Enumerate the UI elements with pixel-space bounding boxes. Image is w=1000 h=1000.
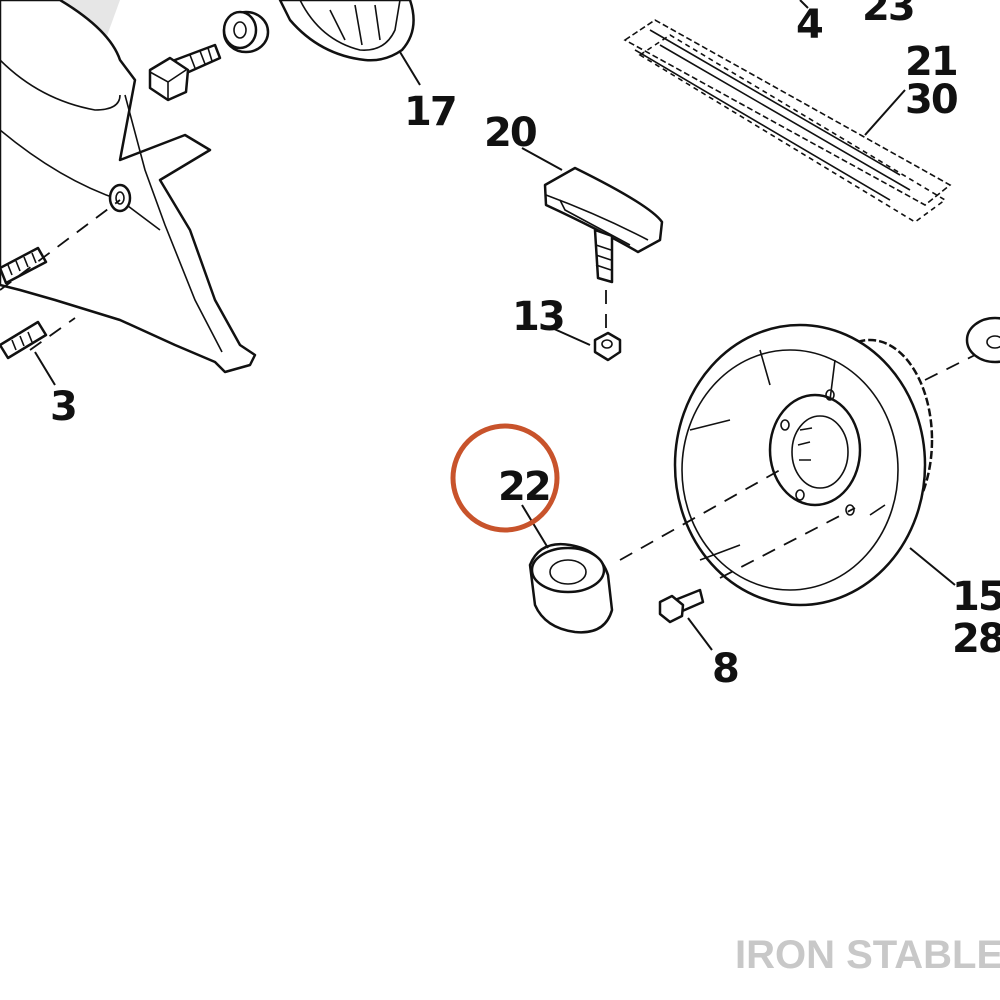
rear-sprocket-hub xyxy=(673,323,956,607)
spacer-ring xyxy=(521,504,614,634)
callout-17: 17 xyxy=(404,89,456,135)
hex-nut xyxy=(551,327,622,362)
watermark-text: IRON STABLE xyxy=(735,933,1000,977)
callout-8: 8 xyxy=(712,646,738,692)
callout-23: 23 xyxy=(862,0,914,30)
right-washer xyxy=(965,316,1000,364)
callout-28: 28 xyxy=(952,616,1000,662)
axis-bracket-washer xyxy=(0,199,121,291)
axis-sprocket-washer xyxy=(924,354,976,381)
drive-chain xyxy=(623,19,952,223)
callout-22: 22 xyxy=(498,464,550,510)
callout-4: 4 xyxy=(796,2,822,48)
callout-21: 21 xyxy=(905,39,957,85)
axis-bolt-hub xyxy=(719,507,856,579)
callout-13: 13 xyxy=(512,294,564,340)
idler-pulley xyxy=(278,0,421,86)
leader-4-line xyxy=(799,0,809,9)
flange-bolt xyxy=(148,43,222,102)
chain-slipper xyxy=(521,147,664,330)
highlight-circle xyxy=(450,423,560,533)
bracket-assembly xyxy=(0,0,257,374)
axis-spacer-hub xyxy=(619,469,781,561)
callout-15: 15 xyxy=(952,574,1000,620)
callout-20: 20 xyxy=(484,110,536,156)
spacer-washer xyxy=(222,10,270,54)
axis-bolt-3 xyxy=(29,317,76,351)
leader-3-line xyxy=(34,351,56,386)
hub-bolt xyxy=(658,588,713,651)
callout-3: 3 xyxy=(50,384,76,430)
callout-30: 30 xyxy=(905,77,957,123)
